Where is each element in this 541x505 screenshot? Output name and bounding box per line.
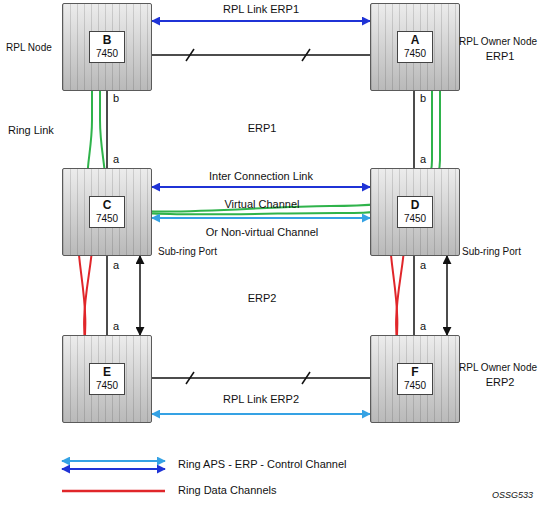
- channel-arrow: [152, 20, 370, 22]
- name-plate: C7450: [89, 196, 125, 227]
- model-number: 7450: [404, 380, 426, 392]
- router-chassis: D7450: [370, 168, 460, 256]
- model-number: 7450: [404, 213, 426, 225]
- ring-label: ERP1: [248, 122, 277, 135]
- model-number: 7450: [404, 48, 426, 60]
- channel-label: Or Non-virtual Channel: [206, 226, 319, 239]
- model-number: 7450: [96, 380, 118, 392]
- node-letter: A: [404, 34, 426, 48]
- node-letter: C: [96, 199, 118, 213]
- name-plate: A7450: [397, 31, 433, 62]
- ring-link: [152, 377, 370, 379]
- router-chassis: E7450: [62, 335, 152, 423]
- legend-text: Ring APS - ERP - Control Channel: [178, 458, 347, 471]
- port-label: a: [420, 259, 426, 272]
- name-plate: E7450: [89, 363, 125, 394]
- ring-label: ERP2: [486, 376, 515, 389]
- port-label: Sub-ring Port: [158, 246, 217, 258]
- role-label: RPL Owner Node: [459, 36, 537, 48]
- router-chassis: A7450: [370, 3, 460, 91]
- channel-arrow: [152, 413, 370, 415]
- model-number: 7450: [96, 213, 118, 225]
- ring-label: ERP2: [248, 292, 277, 305]
- figure-id: OSSG533: [492, 490, 533, 501]
- name-plate: B7450: [89, 31, 125, 62]
- node-letter: D: [404, 199, 426, 213]
- legend-text: Ring Data Channels: [178, 484, 276, 497]
- legend-sample: [62, 461, 165, 491]
- node-letter: F: [404, 366, 426, 380]
- port-label: Sub-ring Port: [462, 246, 521, 258]
- port-label: a: [113, 259, 119, 272]
- model-number: 7450: [96, 48, 118, 60]
- link-label: Inter Connection Link: [206, 170, 316, 183]
- node-letter: B: [96, 34, 118, 48]
- port-label: a: [420, 320, 426, 333]
- role-label: RPL Owner Node: [459, 362, 537, 374]
- port-label: b: [113, 92, 119, 105]
- port-label: a: [113, 153, 119, 166]
- channel-arrow: [446, 256, 448, 335]
- link-label: Ring Link: [8, 124, 54, 137]
- channel-arrow: [152, 186, 370, 188]
- link-label: RPL Link ERP2: [220, 393, 302, 406]
- node-letter: E: [96, 366, 118, 380]
- ring-link: [413, 256, 415, 335]
- ring-label: ERP1: [486, 50, 515, 63]
- channel-arrow: [139, 256, 141, 335]
- ring-link: [106, 256, 108, 335]
- role-label: RPL Node: [6, 42, 52, 54]
- name-plate: D7450: [397, 196, 433, 227]
- ring-link: [106, 91, 108, 168]
- port-label: a: [113, 320, 119, 333]
- router-chassis: F7450: [370, 335, 460, 423]
- name-plate: F7450: [397, 363, 433, 394]
- router-chassis: B7450: [62, 3, 152, 91]
- port-label: b: [420, 92, 426, 105]
- channel-arrow: [152, 217, 370, 219]
- router-chassis: C7450: [62, 168, 152, 256]
- ring-link: [413, 91, 415, 168]
- channel-label: Virtual Channel: [224, 198, 299, 211]
- port-label: a: [420, 153, 426, 166]
- link-label: RPL Link ERP1: [220, 3, 302, 16]
- ring-link: [152, 54, 370, 56]
